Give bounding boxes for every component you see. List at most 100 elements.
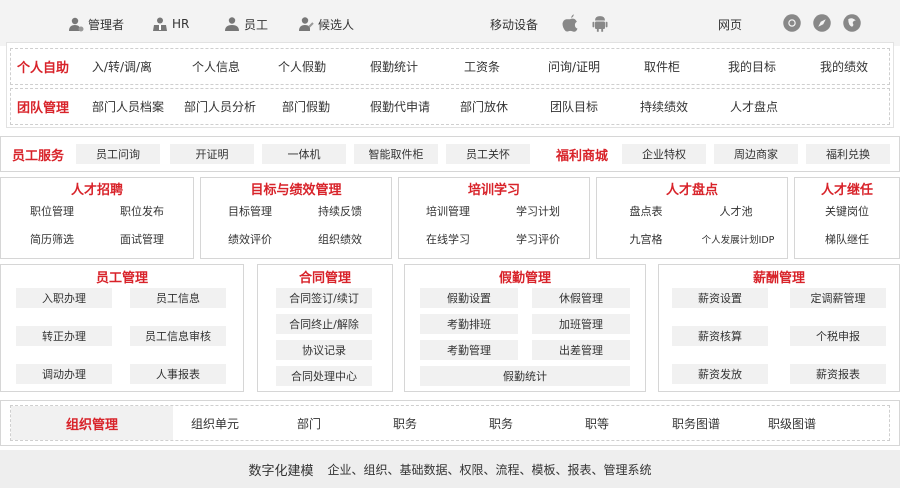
apple-icon[interactable] (560, 13, 580, 33)
salary-mgmt-item[interactable]: 薪资报表 (790, 364, 886, 384)
team-item[interactable]: 部门人员分析 (183, 100, 256, 114)
employee-mgmt-item[interactable]: 员工信息 (130, 288, 226, 308)
self-service-item[interactable]: 问询/证明 (547, 60, 601, 74)
team-item[interactable]: 部门放休 (459, 100, 508, 114)
employee-mgmt-item[interactable]: 人事报表 (130, 364, 226, 384)
self-service-item[interactable]: 取件柜 (643, 60, 680, 74)
android-icon[interactable] (590, 13, 610, 33)
performance-item[interactable]: 目标管理 (228, 205, 272, 218)
self-service-item[interactable]: 个人信息 (191, 60, 240, 74)
employee-service-item[interactable]: 开证明 (170, 144, 254, 164)
org-mgmt-item[interactable]: 职级图谱 (767, 416, 816, 431)
chrome-icon[interactable] (782, 13, 802, 33)
team-item[interactable]: 持续绩效 (639, 100, 688, 114)
org-mgmt-item[interactable]: 部门 (296, 416, 321, 431)
performance-panel (200, 177, 392, 259)
performance-item[interactable]: 组织绩效 (318, 233, 362, 246)
team-item[interactable]: 假勤代申请 (369, 100, 430, 114)
talent-recruit-item[interactable]: 职位管理 (30, 205, 74, 218)
team-item[interactable]: 部门人员档案 (91, 100, 164, 114)
leave-mgmt-title: 假勤管理 (498, 270, 551, 286)
role-employee-label: 员工 (244, 17, 269, 32)
welfare-item[interactable]: 企业特权 (622, 144, 706, 164)
self-service-item[interactable]: 我的绩效 (819, 60, 868, 74)
employee-service-item[interactable]: 智能取件柜 (354, 144, 438, 164)
talent-review-item[interactable]: 盘点表 (629, 205, 663, 218)
talent-recruit-item[interactable]: 简历筛选 (30, 233, 74, 246)
talent-recruit-item[interactable]: 面试管理 (120, 233, 164, 246)
leave-mgmt-item[interactable]: 假勤设置 (420, 288, 518, 308)
salary-mgmt-item[interactable]: 薪资发放 (672, 364, 768, 384)
org-mgmt-item[interactable]: 职务 (392, 416, 417, 431)
self-service-item[interactable]: 假勤统计 (369, 60, 418, 74)
training-item[interactable]: 学习计划 (516, 205, 560, 218)
self-service-item[interactable]: 个人假勤 (277, 60, 326, 74)
employee-service-item[interactable]: 员工关怀 (446, 144, 530, 164)
talent-review-item[interactable]: 人才池 (719, 205, 753, 218)
salary-mgmt-item[interactable]: 个税申报 (790, 326, 886, 346)
role-employee[interactable]: 员工 (224, 12, 268, 36)
team-row (10, 88, 890, 125)
digital-title: 数字化建模 (248, 463, 314, 479)
digital-content: 数字化建模 企业、组织、基础数据、权限、流程、模板、报表、管理系统 (0, 450, 900, 488)
contract-mgmt-item[interactable]: 合同处理中心 (276, 366, 372, 386)
succession-item[interactable]: 梯队继任 (825, 233, 869, 246)
performance-item[interactable]: 持续反馈 (318, 205, 362, 218)
role-admin[interactable]: 管理者 (68, 12, 124, 36)
salary-mgmt-item[interactable]: 薪资设置 (672, 288, 768, 308)
org-mgmt-item[interactable]: 职等 (584, 416, 609, 431)
leave-mgmt-item[interactable]: 出差管理 (532, 340, 630, 360)
contract-mgmt-item[interactable]: 合同终止/解除 (276, 314, 372, 334)
employee-mgmt-item[interactable]: 调动办理 (16, 364, 112, 384)
contract-mgmt-item[interactable]: 协议记录 (276, 340, 372, 360)
succession-item[interactable]: 关键岗位 (825, 205, 869, 218)
salary-mgmt-item[interactable]: 定调薪管理 (790, 288, 886, 308)
team-item[interactable]: 部门假勤 (281, 100, 330, 114)
self-service-item[interactable]: 工资条 (463, 60, 500, 74)
contract-mgmt-title: 合同管理 (298, 270, 351, 286)
salary-mgmt-title: 薪酬管理 (752, 270, 805, 286)
talent-review-item[interactable]: 个人发展计划IDP (701, 235, 775, 246)
employee-service-item[interactable]: 员工问询 (76, 144, 160, 164)
leave-mgmt-item[interactable]: 休假管理 (532, 288, 630, 308)
safari-icon[interactable] (812, 13, 832, 33)
self-service-item[interactable]: 入/转/调/离 (91, 60, 153, 74)
firefox-icon[interactable] (842, 13, 862, 33)
team-item[interactable]: 人才盘点 (729, 100, 778, 114)
talent-recruit-item[interactable]: 职位发布 (120, 205, 164, 218)
employee-mgmt-item[interactable]: 入职办理 (16, 288, 112, 308)
training-item[interactable]: 学习评价 (516, 233, 560, 246)
salary-mgmt-item[interactable]: 薪资核算 (672, 326, 768, 346)
employee-mgmt-title: 员工管理 (95, 270, 148, 286)
succession-title: 人才继任 (820, 182, 873, 198)
leave-mgmt-item[interactable]: 考勤排班 (420, 314, 518, 334)
employee-user-icon (225, 17, 239, 31)
welfare-item[interactable]: 周边商家 (714, 144, 798, 164)
leave-mgmt-item[interactable]: 加班管理 (532, 314, 630, 334)
org-mgmt-title: 组织管理 (65, 417, 118, 433)
leave-mgmt-item[interactable]: 假勤统计 (420, 366, 630, 386)
performance-item[interactable]: 绩效评价 (228, 233, 272, 246)
role-hr-label: HR (172, 17, 190, 31)
org-mgmt-row (10, 405, 890, 441)
self-service-item[interactable]: 我的目标 (727, 60, 776, 74)
org-mgmt-item[interactable]: 职务 (488, 416, 513, 431)
talent-recruit-panel (0, 177, 194, 259)
contract-mgmt-item[interactable]: 合同签订/续订 (276, 288, 372, 308)
team-item[interactable]: 团队目标 (549, 100, 598, 114)
role-candidate[interactable]: 候选人 (298, 12, 354, 36)
employee-mgmt-item[interactable]: 转正办理 (16, 326, 112, 346)
employee-mgmt-item[interactable]: 员工信息审核 (130, 326, 226, 346)
org-mgmt-item[interactable]: 组织单元 (190, 416, 239, 431)
org-mgmt-item[interactable]: 职务图谱 (671, 416, 720, 431)
talent-review-item[interactable]: 九宫格 (629, 233, 663, 246)
leave-mgmt-item[interactable]: 考勤管理 (420, 340, 518, 360)
self-service-title: 个人自助 (16, 61, 69, 76)
org-mgmt-title-bg (11, 406, 173, 440)
role-hr[interactable]: HR (152, 12, 189, 36)
team-title: 团队管理 (16, 101, 69, 116)
employee-service-item[interactable]: 一体机 (262, 144, 346, 164)
training-item[interactable]: 培训管理 (426, 205, 470, 218)
welfare-item[interactable]: 福利兑换 (806, 144, 890, 164)
training-item[interactable]: 在线学习 (426, 233, 470, 246)
